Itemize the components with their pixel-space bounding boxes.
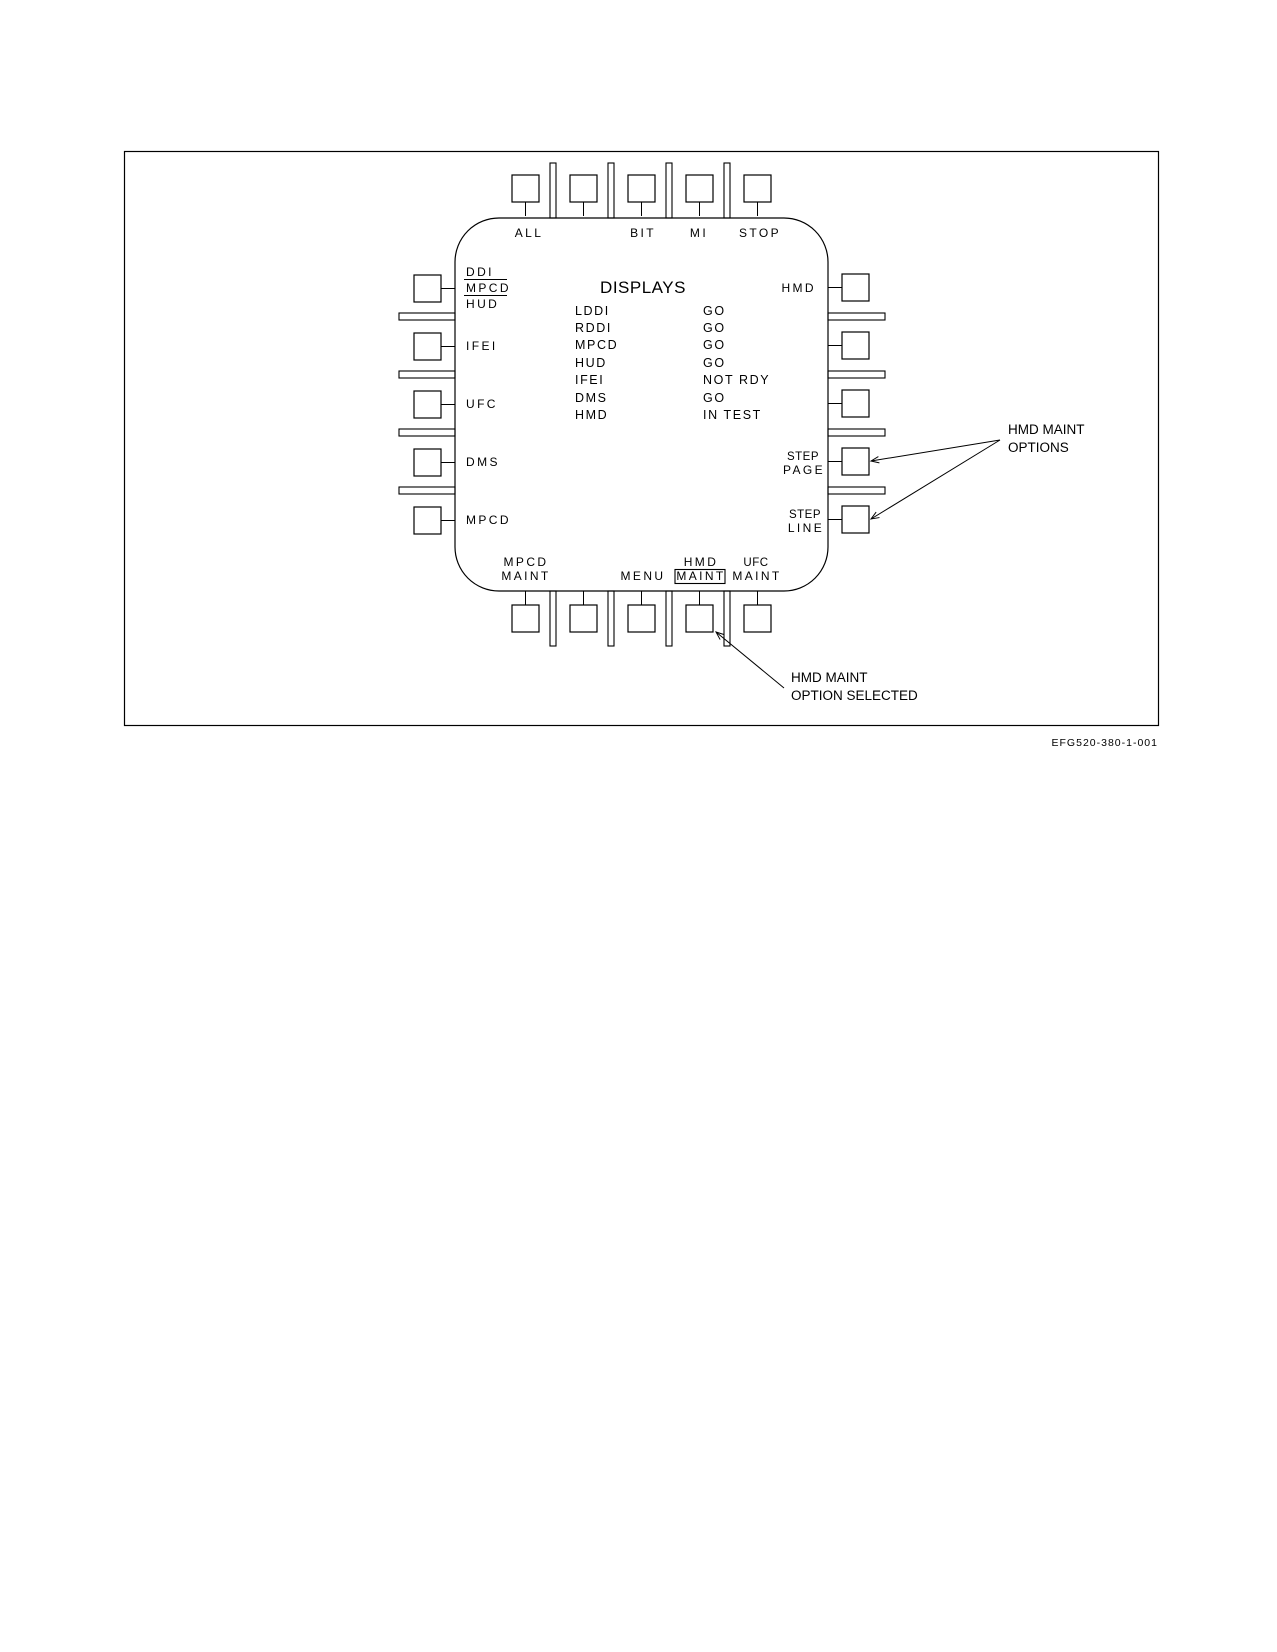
bottom-button-2[interactable]: [569, 591, 598, 633]
figure-id: EFG520-380-1-001: [1052, 737, 1158, 749]
left-button-1[interactable]: [413, 274, 455, 303]
status-value: GO: [703, 304, 726, 318]
callout-options-line1: HMD MAINT: [1008, 422, 1085, 437]
bottom-label-ufc: UFC: [743, 557, 768, 569]
top-button-5[interactable]: [743, 174, 772, 216]
right-label-page: PAGE: [783, 463, 825, 477]
top-label-mi: MI: [690, 226, 708, 240]
left-label-dms: DMS: [466, 455, 500, 469]
left-separators: [398, 312, 456, 495]
left-label-hud: HUD: [466, 297, 499, 311]
bottom-label-ufc-maint: MAINT: [732, 569, 781, 583]
status-unit: HUD: [575, 356, 607, 370]
top-label-stop: STOP: [739, 226, 781, 240]
left-button-2[interactable]: [413, 332, 455, 361]
callout-arrow-selected: [715, 631, 785, 689]
bottom-button-1[interactable]: [511, 591, 540, 633]
left-label-mpcd: MPCD: [466, 513, 511, 527]
right-label-step-2: STEP: [789, 509, 821, 521]
bottom-label-hmd: HMD: [684, 555, 719, 569]
right-button-1[interactable]: [828, 273, 870, 302]
status-value: GO: [703, 338, 726, 352]
display-bezel: [454, 217, 829, 592]
left-button-5[interactable]: [413, 506, 455, 535]
left-button-4[interactable]: [413, 448, 455, 477]
right-button-4[interactable]: [828, 447, 870, 476]
top-button-1[interactable]: [511, 174, 540, 216]
top-button-2[interactable]: [569, 174, 598, 216]
status-unit: IFEI: [575, 373, 604, 387]
status-unit: LDDI: [575, 304, 610, 318]
left-label-ufc: UFC: [466, 397, 498, 411]
top-button-4[interactable]: [685, 174, 714, 216]
right-button-3[interactable]: [828, 389, 870, 418]
status-value: GO: [703, 356, 726, 370]
callout-options-line2: OPTIONS: [1008, 440, 1069, 455]
page-title: DISPLAYS: [600, 278, 686, 297]
right-separators: [827, 312, 886, 495]
top-button-3[interactable]: [627, 174, 656, 216]
status-value: GO: [703, 321, 726, 335]
left-label-ddi: DDI: [466, 265, 494, 279]
status-unit: MPCD: [575, 338, 618, 352]
callout-arrow-step-page: [869, 439, 1001, 464]
right-label-line: LINE: [788, 521, 824, 535]
status-value: IN TEST: [703, 408, 762, 422]
left-label-ifei: IFEI: [466, 339, 498, 353]
status-unit: RDDI: [575, 321, 612, 335]
status-table: LDDI GO RDDI GO MPCD GO HUD GO IFEI NOT …: [575, 304, 770, 422]
status-unit: HMD: [575, 408, 608, 422]
right-label-hmd: HMD: [781, 281, 816, 295]
bottom-button-4[interactable]: [685, 591, 714, 633]
figure-frame: [123, 150, 1160, 727]
bottom-label-mpcd-maint: MAINT: [501, 569, 550, 583]
bottom-button-3[interactable]: [627, 591, 656, 633]
top-separators: [549, 162, 731, 219]
right-button-2[interactable]: [828, 331, 870, 360]
callout-arrow-step-line: [869, 439, 1001, 520]
selected-option-box: [674, 568, 726, 585]
left-button-3[interactable]: [413, 390, 455, 419]
top-label-all: ALL: [515, 226, 544, 240]
bottom-separators: [549, 590, 731, 647]
status-value: GO: [703, 391, 726, 405]
left-label-mpcd-top: MPCD: [466, 281, 511, 295]
bottom-label-mpcd: MPCD: [504, 555, 549, 569]
bottom-button-5[interactable]: [743, 591, 772, 633]
callout-selected-line2: OPTION SELECTED: [791, 688, 918, 703]
top-label-bit: BIT: [630, 226, 656, 240]
right-button-5[interactable]: [828, 505, 870, 534]
right-label-step-1: STEP: [787, 451, 819, 463]
callout-selected-line1: HMD MAINT: [791, 670, 868, 685]
bottom-label-hmd-maint: MAINT: [676, 569, 725, 583]
status-unit: DMS: [575, 391, 608, 405]
status-value: NOT RDY: [703, 373, 770, 387]
bottom-label-menu: MENU: [621, 569, 666, 583]
